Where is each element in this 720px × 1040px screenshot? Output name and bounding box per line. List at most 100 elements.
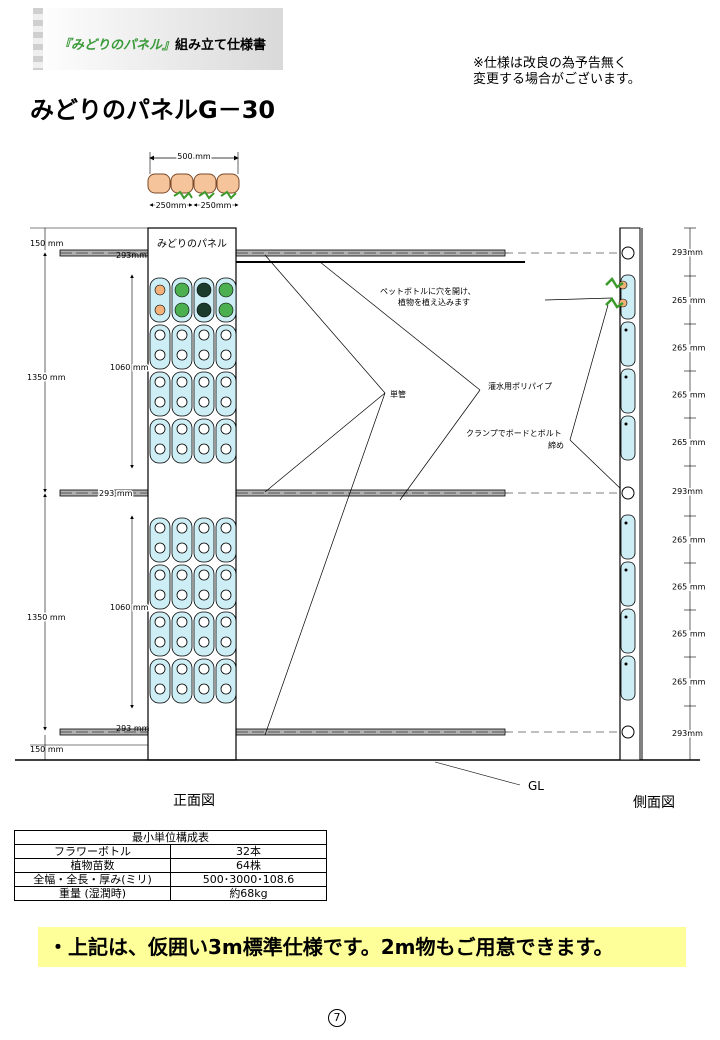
single-pipe-label: 単管 bbox=[390, 389, 406, 399]
page-title: みどりのパネルG－30 bbox=[30, 96, 276, 124]
bottle-hole bbox=[154, 542, 166, 554]
bottle-hole bbox=[154, 376, 166, 388]
spec-label: 全幅・全長・厚み(ミリ) bbox=[14, 872, 171, 887]
bottle-note-2: 植物を植え込みます bbox=[398, 297, 470, 307]
bottle-hole bbox=[154, 329, 166, 341]
bottle-hole bbox=[198, 329, 210, 341]
bottle-hole bbox=[176, 423, 188, 435]
bottle-hole bbox=[198, 589, 210, 601]
plant-seedling bbox=[196, 302, 212, 318]
bottle-hole bbox=[176, 522, 188, 534]
bottle-hole bbox=[220, 376, 232, 388]
bottle-hole bbox=[176, 636, 188, 648]
side-dimension-label: 265 mm bbox=[672, 630, 706, 639]
header-brand: 『みどりのパネル』 bbox=[58, 38, 176, 53]
side-dimensions: 293mm 265 mm 265 mm 265 mm 265 mm 293mm 265 mm… bbox=[671, 227, 707, 761]
irrigation-pipe-label: 灌水用ポリパイプ bbox=[488, 381, 552, 391]
spec-value: 64株 bbox=[170, 858, 327, 873]
side-dimension-label: 293mm bbox=[672, 487, 703, 496]
bottle-grid bbox=[149, 277, 237, 704]
side-bottle bbox=[620, 321, 636, 367]
bottle-hole bbox=[154, 683, 166, 695]
bottle-hole bbox=[176, 396, 188, 408]
bottle-hole bbox=[154, 423, 166, 435]
bottle-note-1: ペットボトルに穴を開け、 bbox=[380, 286, 476, 296]
side-dimension-label: 265 mm bbox=[672, 438, 706, 447]
bottle-hole bbox=[220, 589, 232, 601]
bottle-hole bbox=[220, 396, 232, 408]
bottle-hole bbox=[220, 522, 232, 534]
bottle-hole bbox=[624, 568, 628, 572]
change-notice: ※仕様は改良の為予告無く 変更する場合がございます。 bbox=[473, 56, 641, 87]
bottle-hole bbox=[154, 396, 166, 408]
bottle-hole bbox=[154, 349, 166, 361]
plant-seedling bbox=[196, 282, 212, 298]
half-width-left: 250mm bbox=[156, 201, 187, 210]
spec-value: 500･3000･108.6 bbox=[170, 872, 327, 887]
bottle-hole bbox=[154, 616, 166, 628]
half-width-right: 250mm bbox=[201, 201, 232, 210]
pipe-gap-1: 293mm bbox=[116, 251, 147, 260]
bottle-hole bbox=[624, 662, 628, 666]
bottle-hole bbox=[198, 616, 210, 628]
bottle-hole bbox=[220, 636, 232, 648]
side-dimension-label: 265 mm bbox=[672, 344, 706, 353]
page-number: 7 bbox=[328, 1009, 346, 1027]
bottle-hole bbox=[198, 349, 210, 361]
panel-label: みどりのパネル bbox=[157, 238, 227, 250]
side-dimension-label: 265 mm bbox=[672, 296, 706, 305]
side-bottle bbox=[620, 514, 636, 560]
bottle-hole bbox=[220, 683, 232, 695]
plant-seedling bbox=[174, 282, 190, 298]
bottle-hole bbox=[198, 569, 210, 581]
plant-seedling bbox=[174, 302, 190, 318]
side-bottle bbox=[620, 368, 636, 414]
bottle-hole bbox=[220, 616, 232, 628]
bottle-hole bbox=[198, 636, 210, 648]
bottle-hole bbox=[154, 522, 166, 534]
bottle-hole bbox=[220, 569, 232, 581]
spec-value: 約68kg bbox=[170, 886, 327, 901]
header-banner bbox=[33, 8, 283, 70]
ground-label: GL bbox=[528, 779, 544, 793]
header-subtitle: 組み立て仕様書 bbox=[175, 38, 267, 53]
bottle-hole bbox=[176, 443, 188, 455]
table-row: 全幅・全長・厚み(ミリ)500･3000･108.6 bbox=[14, 872, 327, 887]
bottom-margin: 150 mm bbox=[30, 745, 64, 754]
plant-seedling bbox=[218, 302, 234, 318]
leader-lines bbox=[264, 254, 623, 736]
bottle-hole bbox=[198, 396, 210, 408]
bottle-hole bbox=[176, 542, 188, 554]
bottle-hole bbox=[624, 521, 628, 525]
top-plan-bottles bbox=[147, 173, 240, 200]
bottle-hole bbox=[220, 663, 232, 675]
bottle-hole bbox=[220, 349, 232, 361]
spec-label: フラワーボトル bbox=[14, 844, 171, 859]
bottle-hole bbox=[624, 328, 628, 332]
bottle-hole bbox=[198, 522, 210, 534]
bottle-hole bbox=[154, 443, 166, 455]
header-title: 『みどりのパネル』組み立て仕様書 bbox=[58, 34, 266, 53]
section-height-bottom: 1350 mm bbox=[27, 613, 66, 622]
clamp-note-2: 締め bbox=[548, 440, 564, 450]
section-height-top: 1350 mm bbox=[27, 373, 66, 382]
side-dimension-label: 293mm bbox=[672, 729, 703, 738]
side-dimension-label: 293mm bbox=[672, 248, 703, 257]
plant-seedling bbox=[218, 282, 234, 298]
bottle-hole bbox=[176, 616, 188, 628]
bottle-hole bbox=[176, 349, 188, 361]
side-dimension-label: 265 mm bbox=[672, 391, 706, 400]
bottle-hole bbox=[198, 423, 210, 435]
bottle-hole bbox=[220, 423, 232, 435]
side-dimension-label: 265 mm bbox=[672, 536, 706, 545]
bottle-hole bbox=[220, 329, 232, 341]
bottle-hole bbox=[176, 589, 188, 601]
top-margin: 150 mm bbox=[30, 239, 64, 248]
bottle-hole bbox=[624, 375, 628, 379]
spec-label: 植物苗数 bbox=[14, 858, 171, 873]
bottle-hole bbox=[154, 636, 166, 648]
inner-height-bottom: 1060 mm bbox=[110, 603, 149, 612]
